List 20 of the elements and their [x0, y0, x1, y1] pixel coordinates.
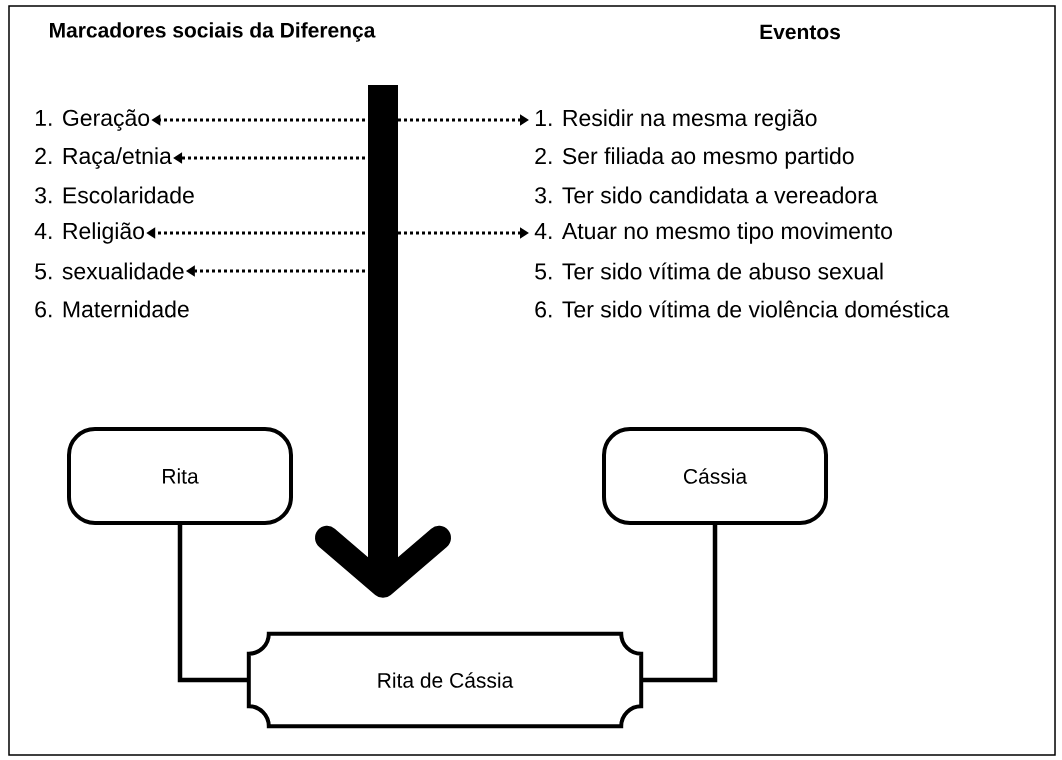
connector-line — [641, 525, 718, 683]
rounded-box: Cássia — [602, 427, 828, 525]
list-item: 3. Ter sido candidata a vereadora — [535, 186, 878, 204]
list-item: 4. Religião — [34, 222, 144, 244]
rounded-box: Rita — [67, 427, 293, 525]
list-item: 6. Ter sido vítima de violência doméstica — [535, 300, 950, 318]
connector-line — [177, 525, 249, 683]
list-item: 4. Atuar no mesmo tipo movimento — [534, 222, 892, 244]
list-item: 6. Maternidade — [35, 300, 189, 318]
list-item: 1. Geração — [35, 109, 150, 131]
list-item: 2. Ser filiada ao mesmo partido — [535, 147, 854, 169]
column-heading: Eventos — [760, 24, 840, 40]
scroll-box: Rita de Cássia — [246, 631, 644, 729]
column-heading: Marcadores sociais da Diferença — [50, 22, 376, 42]
list-item: 3. Escolaridade — [35, 186, 194, 204]
big-arrow — [315, 85, 451, 598]
list-item: 1. Residir na mesma região — [535, 109, 817, 131]
list-item: 5. sexualidade — [35, 262, 184, 280]
list-item: 5. Ter sido vítima de abuso sexual — [535, 262, 883, 280]
list-item: 2. Raça/etnia — [35, 147, 172, 169]
